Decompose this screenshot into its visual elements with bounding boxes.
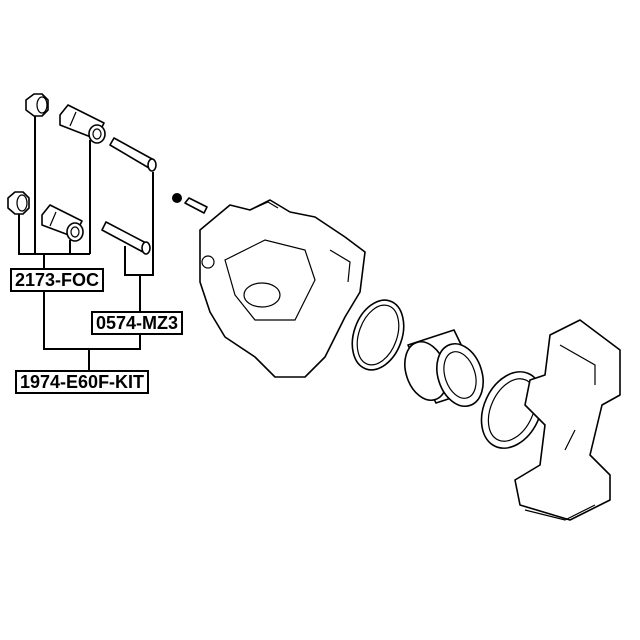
piston	[404, 329, 484, 407]
part-label-guide-pin: 0574-MZ3	[91, 311, 184, 335]
part-label-repair-kit: 1974-E60F-KIT	[15, 370, 150, 394]
guide-pin-upper	[109, 137, 157, 172]
guide-pin-lower	[101, 221, 151, 255]
bushing-lower	[7, 191, 30, 215]
part-label-bushing-kit: 2173-FOC	[10, 268, 105, 292]
leader-lines	[18, 110, 154, 370]
caliper-bracket	[514, 319, 621, 521]
sleeve-upper	[59, 104, 106, 144]
caliper-housing	[199, 199, 366, 378]
piston-seal	[351, 299, 405, 371]
bushing-upper	[25, 93, 49, 117]
bleeder-screw	[172, 193, 208, 214]
sleeve-lower	[41, 204, 84, 242]
